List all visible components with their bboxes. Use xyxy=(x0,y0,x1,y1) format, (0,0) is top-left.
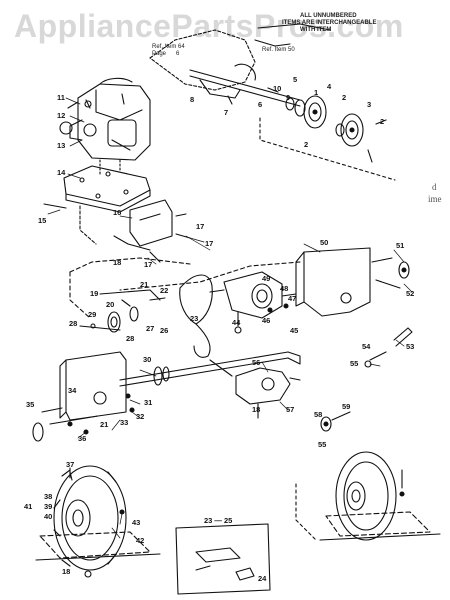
callout-58: 58 xyxy=(314,410,323,419)
callout-17-a: 17 xyxy=(196,222,205,231)
callout-21-a: 21 xyxy=(140,280,149,289)
engine xyxy=(59,77,151,177)
ref-page: Page xyxy=(152,51,167,57)
callout-24: 24 xyxy=(258,574,267,583)
callout-29: 29 xyxy=(88,310,97,319)
callout-2-a: 2 xyxy=(342,93,347,102)
ref-page-number: 6 xyxy=(176,51,180,57)
callout-23: 23 xyxy=(190,314,199,323)
callout-45: 45 xyxy=(290,326,299,335)
note-line-2: ITEMS ARE INTERCHANGEABLE xyxy=(282,20,377,26)
callout-34: 34 xyxy=(68,386,77,395)
callout-30: 30 xyxy=(143,355,152,364)
callout-11: 11 xyxy=(57,93,65,102)
callout-57: 57 xyxy=(286,405,295,414)
mounting-plate xyxy=(43,165,151,245)
callout-10: 10 xyxy=(273,84,282,93)
transmission xyxy=(209,271,297,334)
callout-51: 51 xyxy=(396,241,405,250)
callout-15: 15 xyxy=(38,216,47,225)
callout-21-b: 21 xyxy=(100,420,109,429)
callout-8: 8 xyxy=(190,95,195,104)
callout-26: 26 xyxy=(160,326,169,335)
drive-assembly xyxy=(79,274,213,358)
top-axle-assembly xyxy=(149,23,396,181)
callout-2-c: 2 xyxy=(304,140,309,149)
callout-38: 38 xyxy=(44,492,53,501)
callout-4: 4 xyxy=(327,82,332,91)
watermark: AppliancePartsPros.com xyxy=(14,8,404,44)
callout-22: 22 xyxy=(160,286,169,295)
callout-42: 42 xyxy=(136,536,145,545)
callout-28-b: 28 xyxy=(126,334,135,343)
callout-55-a: 55 xyxy=(350,359,359,368)
callout-6: 6 xyxy=(258,100,263,109)
callout-47: 47 xyxy=(288,294,297,303)
callout-31: 31 xyxy=(144,398,153,407)
callout-5: 5 xyxy=(293,75,298,84)
callout-43: 43 xyxy=(132,518,141,527)
ref-item-50: Ref. Item 50 xyxy=(262,47,295,53)
callout-13: 13 xyxy=(57,141,66,150)
hardware-kit xyxy=(175,523,271,595)
callout-46: 46 xyxy=(262,316,271,325)
callout-49: 49 xyxy=(262,274,271,283)
callout-59: 59 xyxy=(342,402,351,411)
callout-2-b: 2 xyxy=(380,117,385,126)
callout-40: 40 xyxy=(44,512,53,521)
ref-item-64: Ref. Item 64 xyxy=(152,44,185,50)
callout-41: 41 xyxy=(24,502,33,511)
side-plate xyxy=(69,247,410,319)
left-wheel xyxy=(35,465,161,578)
callout-18-a: 18 xyxy=(113,258,122,267)
callout-44: 44 xyxy=(232,318,241,327)
callout-48: 48 xyxy=(280,284,289,293)
callout-18-b: 18 xyxy=(252,405,261,414)
callout-12: 12 xyxy=(57,111,66,120)
callout-14: 14 xyxy=(57,168,66,177)
axle-shaft xyxy=(119,351,301,387)
callout-23-25: 23 — 25 xyxy=(204,516,233,525)
callout-9: 9 xyxy=(286,93,291,102)
callout-55-b: 55 xyxy=(318,440,327,449)
callout-54: 54 xyxy=(362,342,371,351)
callout-36: 36 xyxy=(78,434,87,443)
callout-53: 53 xyxy=(406,342,415,351)
callout-3: 3 xyxy=(367,100,372,109)
left-housing xyxy=(32,351,135,442)
callout-50: 50 xyxy=(320,238,329,247)
callout-52: 52 xyxy=(406,289,415,298)
callout-17-b: 17 xyxy=(205,239,214,248)
callout-7: 7 xyxy=(224,108,229,117)
note-line-3: WITH ITEM xyxy=(300,27,332,33)
callout-18-c: 18 xyxy=(62,567,71,576)
callout-39: 39 xyxy=(44,502,53,511)
callout-35: 35 xyxy=(26,400,35,409)
callout-28-a: 28 xyxy=(69,319,78,328)
callout-27: 27 xyxy=(146,324,155,333)
right-wheel xyxy=(295,451,441,541)
side-fragment-b: ime xyxy=(428,194,442,204)
side-fragment-a: d xyxy=(432,182,437,192)
callout-33: 33 xyxy=(120,418,129,427)
callout-56: 56 xyxy=(252,358,261,367)
note-line-1: ALL UNNUMBERED xyxy=(300,13,357,19)
callout-20: 20 xyxy=(106,300,115,309)
callout-32: 32 xyxy=(136,412,145,421)
leader-lines xyxy=(47,97,413,539)
callout-37: 37 xyxy=(66,460,75,469)
right-housing xyxy=(209,327,413,432)
callout-1: 1 xyxy=(314,88,319,97)
callout-17-c: 17 xyxy=(144,260,153,269)
callout-16: 16 xyxy=(113,208,122,217)
callout-19: 19 xyxy=(90,289,99,298)
